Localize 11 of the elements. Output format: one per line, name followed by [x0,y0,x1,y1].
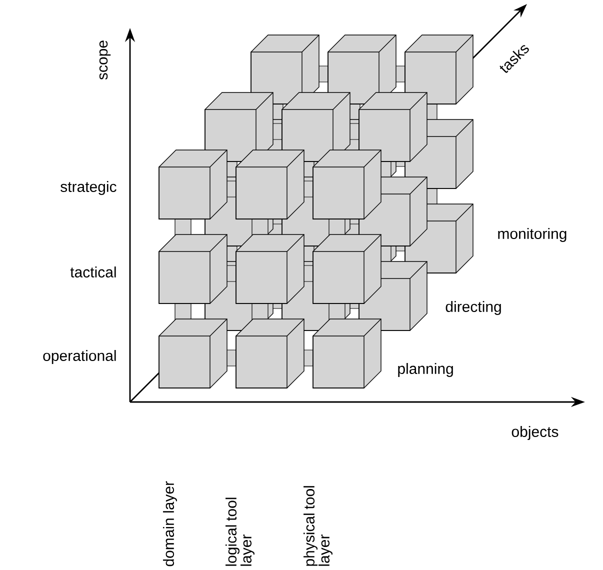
column-label: directing [446,301,501,315]
row-label: tactical [70,266,116,278]
column-label: planning [398,363,453,377]
axis-label: objects [512,426,558,440]
axis-label: scope [99,40,111,80]
layer-label: domain layer [163,481,177,566]
column-label: monitoring [498,228,566,242]
row-label: strategic [60,181,116,195]
layer-label: logical tool layer [226,498,254,566]
row-label: operational [43,350,116,364]
layer-label: physical tool layer [304,486,332,566]
